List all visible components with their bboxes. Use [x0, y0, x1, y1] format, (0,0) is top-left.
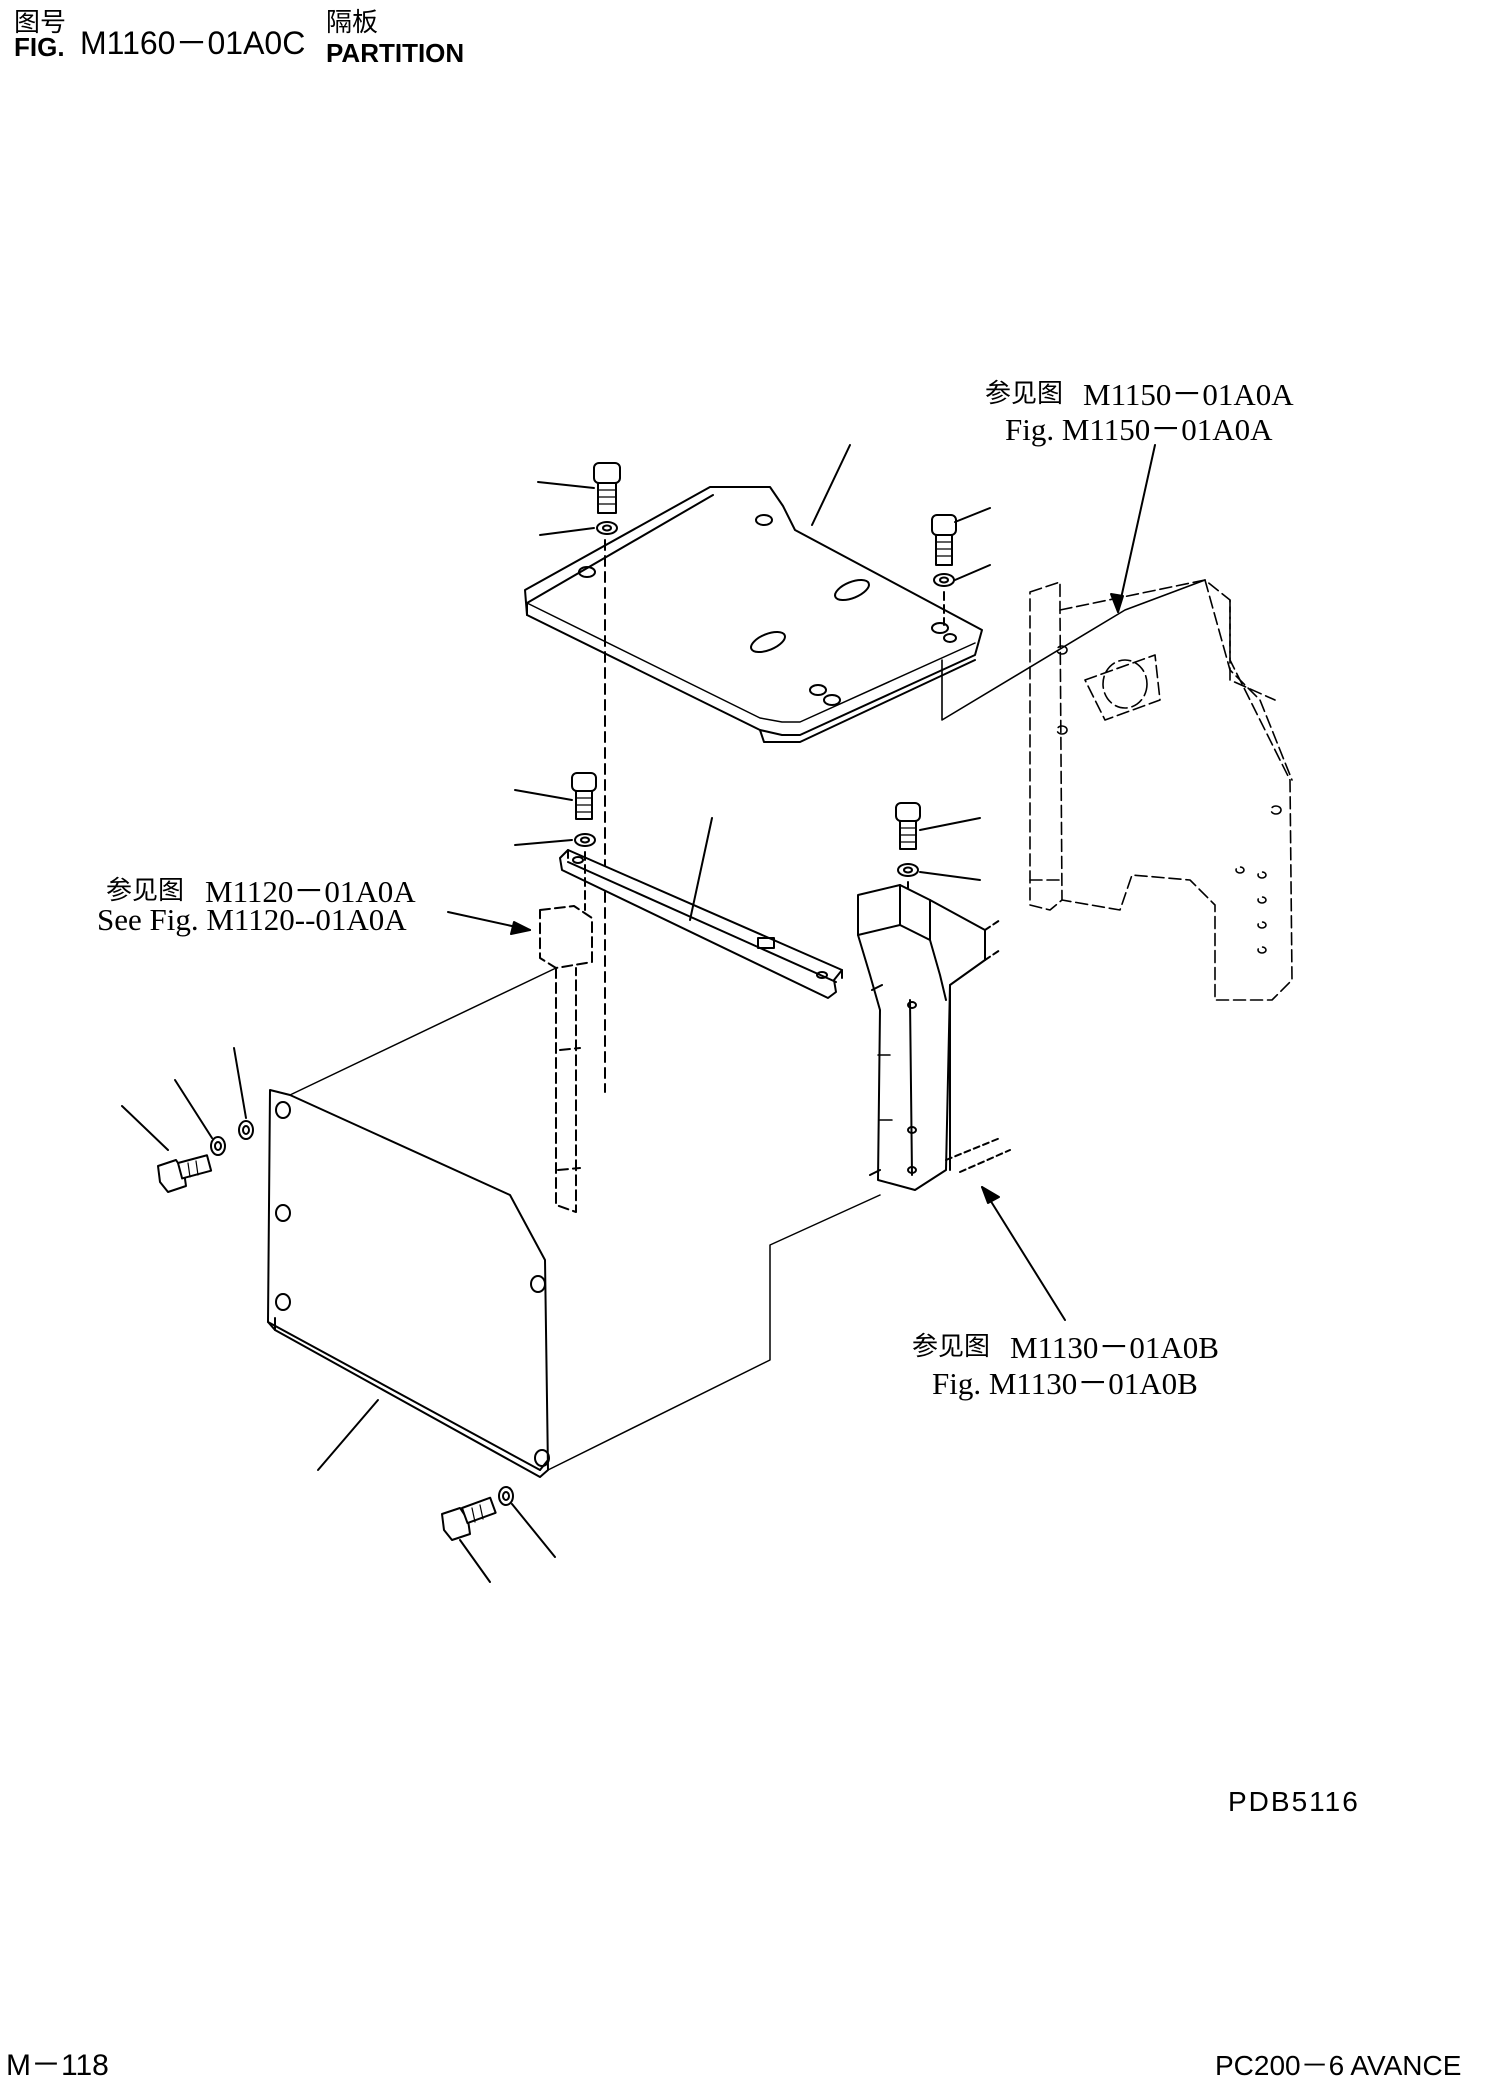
- ref3-prefix-cn: 参见图: [912, 1332, 991, 1362]
- reference-arrows: [448, 445, 1155, 1320]
- top-right-bolt: [932, 515, 956, 625]
- front-partition-panel: [268, 968, 880, 1477]
- top-plate-projection-line: [942, 580, 1205, 720]
- angle-bar: [560, 850, 842, 998]
- top-partition-plate: [525, 487, 982, 742]
- ref3-en: Fig. M1130－01A0B: [932, 1366, 1198, 1401]
- model-name: PC200－6 AVANCE: [1215, 2050, 1462, 2081]
- ref2-en: See Fig. M1120--01A0A: [97, 902, 407, 937]
- ref1-code: M1150－01A0A: [1083, 377, 1294, 412]
- figure-number: M1160－01A0C: [80, 25, 306, 61]
- front-bottom-bolt: [442, 1487, 513, 1540]
- illustration-id: PDB5116: [1228, 1786, 1360, 1817]
- top-left-bolt: [594, 463, 620, 1092]
- right-column-frame: [858, 885, 1010, 1190]
- fig-label-en: FIG.: [14, 32, 65, 62]
- ref2-prefix-cn: 参见图: [106, 876, 185, 906]
- leader-lines: [122, 445, 990, 1582]
- page-number: M－118: [6, 2049, 109, 2082]
- ref1-prefix-cn: 参见图: [985, 379, 1064, 409]
- title-en: PARTITION: [326, 38, 465, 68]
- title-cn: 隔板: [326, 8, 379, 38]
- right-reference-frame: [1030, 580, 1292, 1000]
- fig-label-cn: 图号: [14, 8, 67, 38]
- left-bracket: [540, 906, 592, 1212]
- mid-left-bolt: [572, 773, 596, 910]
- ref2-code: M1120－01A0A: [205, 874, 416, 909]
- front-left-bolt: [158, 1121, 253, 1192]
- ref1-en: Fig. M1150－01A0A: [1005, 412, 1273, 447]
- ref3-code: M1130－01A0B: [1010, 1330, 1219, 1365]
